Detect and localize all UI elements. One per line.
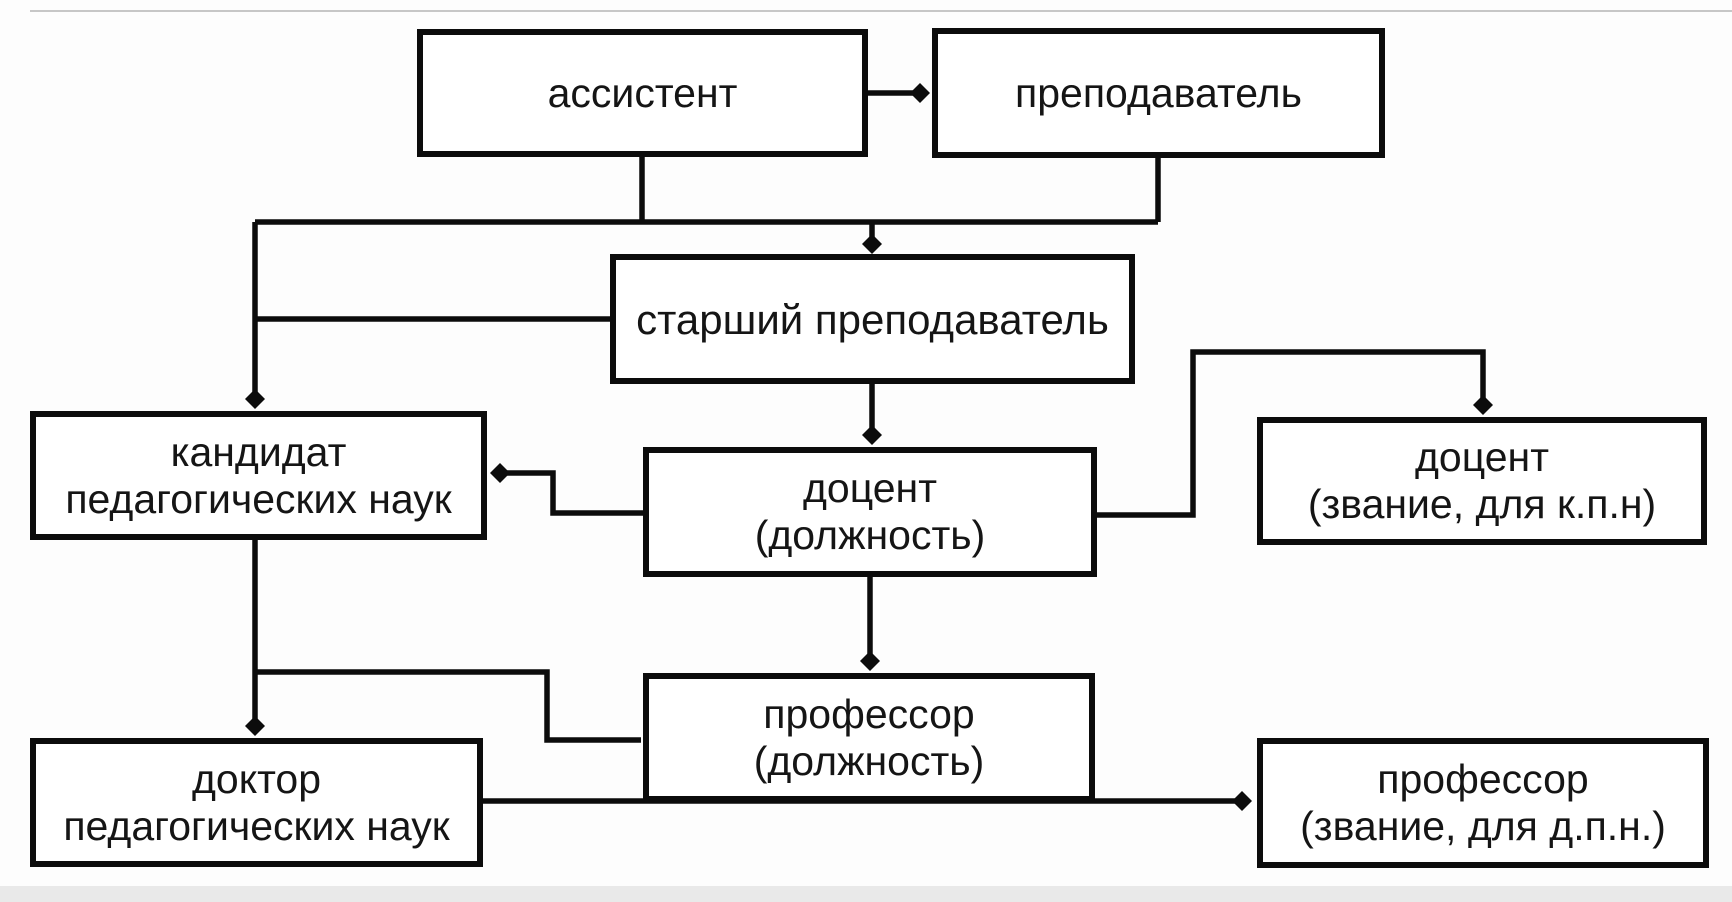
node-professor-title-label-line1: профессор: [1377, 756, 1589, 802]
node-lecturer-label: преподаватель: [1015, 69, 1302, 116]
edge-docent-position-to-candidate: [490, 463, 643, 516]
bottom-edge-shading: [0, 886, 1732, 902]
node-doctor-label-line2: педагогических наук: [63, 802, 450, 849]
node-assistant: ассистент: [417, 29, 868, 157]
node-senior-lecturer: старший преподаватель: [610, 254, 1135, 384]
node-docent-position-label-line1: доцент: [803, 465, 937, 511]
top-border-line: [30, 10, 1732, 12]
node-assistant-label: ассистент: [547, 69, 738, 116]
node-professor-position: профессор (должность): [643, 673, 1095, 802]
edge-left-rail-to-professor-position: [255, 669, 641, 743]
node-professor-title: профессор (звание, для д.п.н.): [1257, 738, 1709, 868]
node-candidate-label-line1: кандидат: [170, 428, 347, 475]
node-professor-position-label-line2: (должность): [753, 737, 985, 784]
node-professor-position-label-line1: профессор: [763, 690, 975, 737]
node-professor-title-label-line2: (звание, для д.п.н.): [1300, 803, 1666, 849]
node-doctor-of-sciences: доктор педагогических наук: [30, 738, 483, 867]
node-docent-title: доцент (звание, для к.п.н): [1257, 417, 1707, 545]
node-docent-title-label-line1: доцент: [1415, 434, 1549, 480]
node-docent-position-label-line2: (должность): [754, 512, 986, 558]
node-docent-position: доцент (должность): [643, 447, 1097, 577]
node-senior-lecturer-label: старший преподаватель: [636, 295, 1109, 343]
edge-bus-rail: [255, 155, 1161, 225]
node-lecturer: преподаватель: [932, 28, 1385, 158]
node-doctor-label-line1: доктор: [191, 755, 322, 802]
node-candidate-label-line2: педагогических наук: [65, 475, 452, 522]
node-candidate-of-sciences: кандидат педагогических наук: [30, 411, 487, 540]
node-docent-title-label-line2: (звание, для к.п.н): [1307, 481, 1657, 527]
